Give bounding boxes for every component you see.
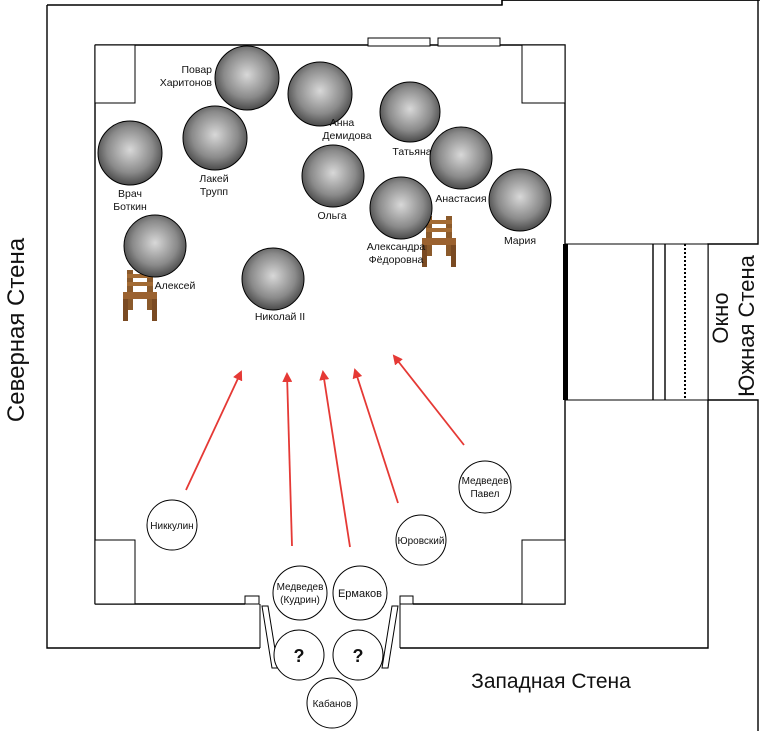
portrait-icon [182, 105, 248, 171]
svg-text:Анастасия: Анастасия [435, 193, 486, 205]
svg-text:Николай II: Николай II [255, 311, 305, 323]
svg-text:Мария: Мария [504, 235, 536, 247]
arrow-medvedev-pavel [392, 354, 465, 446]
shooter-unknown-1: ? [273, 629, 325, 681]
south-wall-label: Южная Стена [734, 254, 759, 396]
corner-block-nw [94, 44, 136, 104]
victim-maria: Мария [488, 168, 552, 247]
portrait-icon [369, 176, 433, 240]
victim-nikolai: Николай II [241, 247, 305, 323]
svg-text:Татьяна: Татьяна [392, 146, 431, 158]
portrait-icon [379, 81, 441, 143]
shooter-ermakov: Ермаков [332, 565, 388, 621]
corner-block-se [521, 539, 566, 605]
svg-text:Алексей: Алексей [155, 280, 196, 292]
arrow-nikkulin [185, 370, 243, 491]
shooter-unknown-2: ? [332, 629, 384, 681]
victim-alexei: Алексей [123, 214, 196, 292]
svg-text:Ермаков: Ермаков [338, 588, 382, 600]
arrow-kudrin [282, 372, 293, 547]
top-window-left [367, 37, 431, 47]
portrait-icon [97, 120, 163, 186]
svg-text:Медведев(Кудрин): Медведев(Кудрин) [277, 582, 324, 606]
south-window [563, 243, 709, 401]
victim-olga: Ольга [301, 144, 365, 222]
shot-arrows [185, 354, 465, 548]
north-wall-label: Северная Стена [3, 237, 30, 422]
arrow-yurovsky [352, 368, 399, 504]
portrait-icon [241, 247, 305, 311]
shooter-medvedev-kudrin: Медведев(Кудрин) [272, 565, 328, 621]
top-window-right [437, 37, 501, 47]
portrait-icon [488, 168, 552, 232]
shooter-yurovsky: Юровский [395, 514, 447, 566]
svg-text:?: ? [353, 646, 364, 666]
portrait-icon [214, 45, 280, 111]
svg-text:Никкулин: Никкулин [150, 521, 193, 532]
portrait-icon [429, 126, 493, 190]
portrait-icon [301, 144, 365, 208]
corner-block-sw [94, 539, 136, 605]
shooter-kabanov: Кабанов [306, 677, 358, 729]
svg-text:Юровский: Юровский [398, 536, 445, 547]
door [244, 595, 414, 669]
arrow-ermakov [319, 370, 351, 548]
chair-icon-alexei [123, 270, 157, 321]
portrait-icon [287, 61, 353, 127]
shooter-nikkulin: Никкулин [146, 499, 198, 551]
window-label: Окно [708, 292, 733, 343]
svg-text:Ольга: Ольга [317, 210, 346, 222]
svg-text:?: ? [294, 646, 305, 666]
victim-tatiana: Татьяна [379, 81, 441, 158]
west-wall-label: Западная Стена [471, 670, 631, 693]
corner-block-ne [521, 44, 566, 104]
svg-text:Кабанов: Кабанов [313, 698, 352, 710]
victim-anastasia: Анастасия [429, 126, 493, 205]
portrait-icon [123, 214, 187, 278]
